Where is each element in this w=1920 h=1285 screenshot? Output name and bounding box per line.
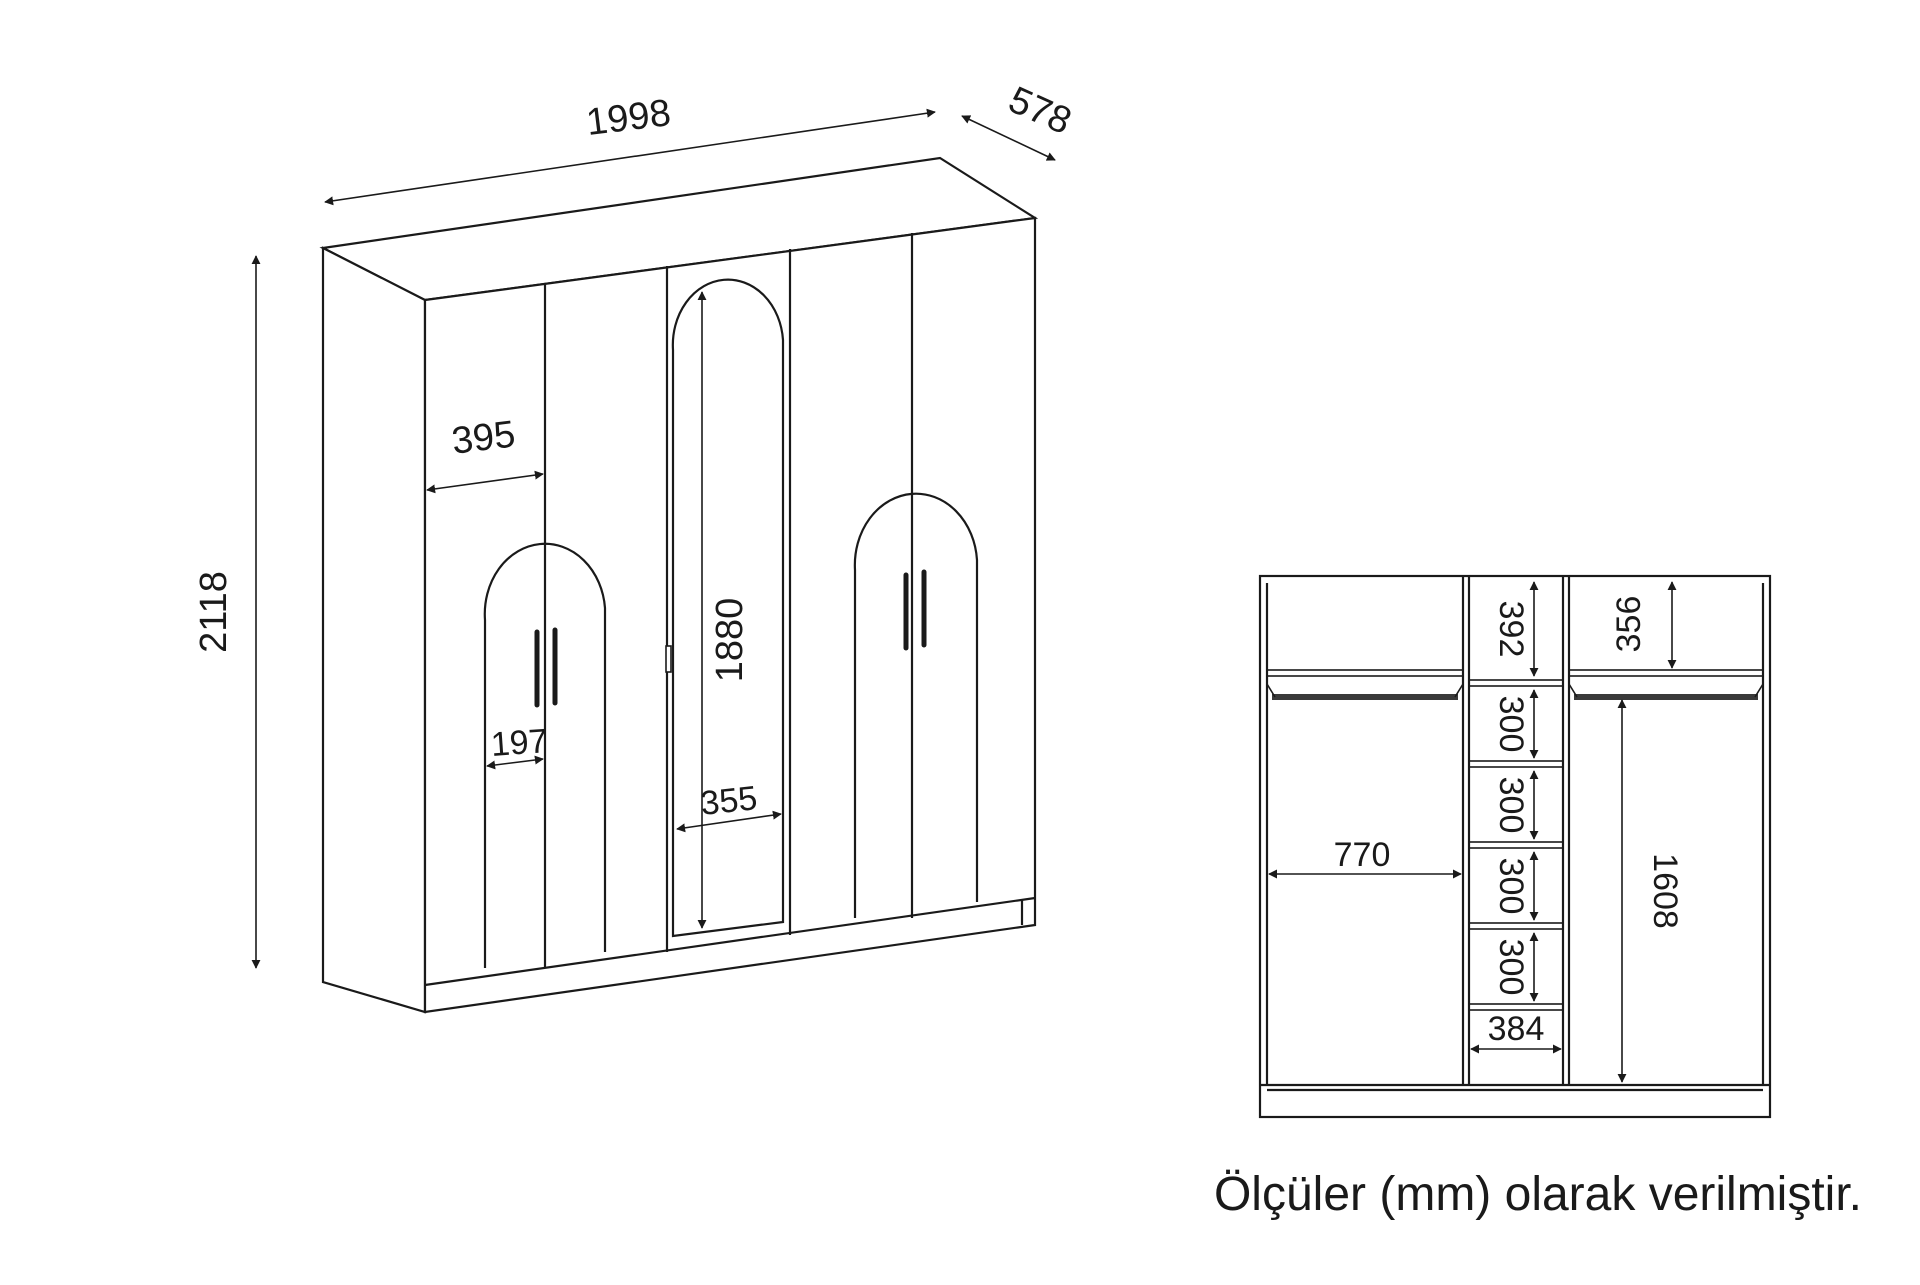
- right-arch: [853, 492, 979, 918]
- front-view: 1998 578 2118 395 197 1880 355: [193, 79, 1077, 1014]
- interior-outer-frame: [1258, 574, 1772, 1119]
- arch-half-width-label: 197: [490, 722, 549, 764]
- front-depth-label: 578: [1002, 79, 1077, 143]
- wardrobe-side-panel: [321, 246, 427, 1014]
- units-footnote: Ölçüler (mm) olarak verilmiştir.: [1214, 1168, 1862, 1221]
- door-width-label: 395: [450, 413, 518, 462]
- left-hanging-width-label: 770: [1334, 836, 1391, 874]
- top-center-height-label: 392: [1492, 601, 1530, 658]
- front-height-label: 2118: [193, 571, 235, 653]
- mirror-width-label: 355: [699, 779, 759, 823]
- right-top-shelf: [1568, 669, 1764, 677]
- shelf-height-label-4: 300: [1492, 939, 1530, 996]
- left-hanging-rod: [1272, 694, 1458, 700]
- mirror-arch: [671, 278, 785, 938]
- shelf-height-label-3: 300: [1492, 858, 1530, 915]
- front-width-label: 1998: [584, 92, 673, 144]
- center-width-label: 384: [1488, 1010, 1545, 1048]
- wardrobe-front: [423, 216, 1037, 1014]
- right-hanging-rod: [1574, 694, 1758, 700]
- left-top-shelf: [1266, 669, 1464, 677]
- shelf-height-label-1: 300: [1492, 696, 1530, 753]
- shelf-height-label-2: 300: [1492, 777, 1530, 834]
- mirror-height-label: 1880: [709, 598, 751, 683]
- interior-view: 392 356 300 300 300 300 770 384 1608: [1258, 574, 1772, 1119]
- right-hanging-height-label: 1608: [1646, 853, 1684, 929]
- left-arch: [483, 542, 607, 968]
- top-right-height-label: 356: [1610, 596, 1648, 653]
